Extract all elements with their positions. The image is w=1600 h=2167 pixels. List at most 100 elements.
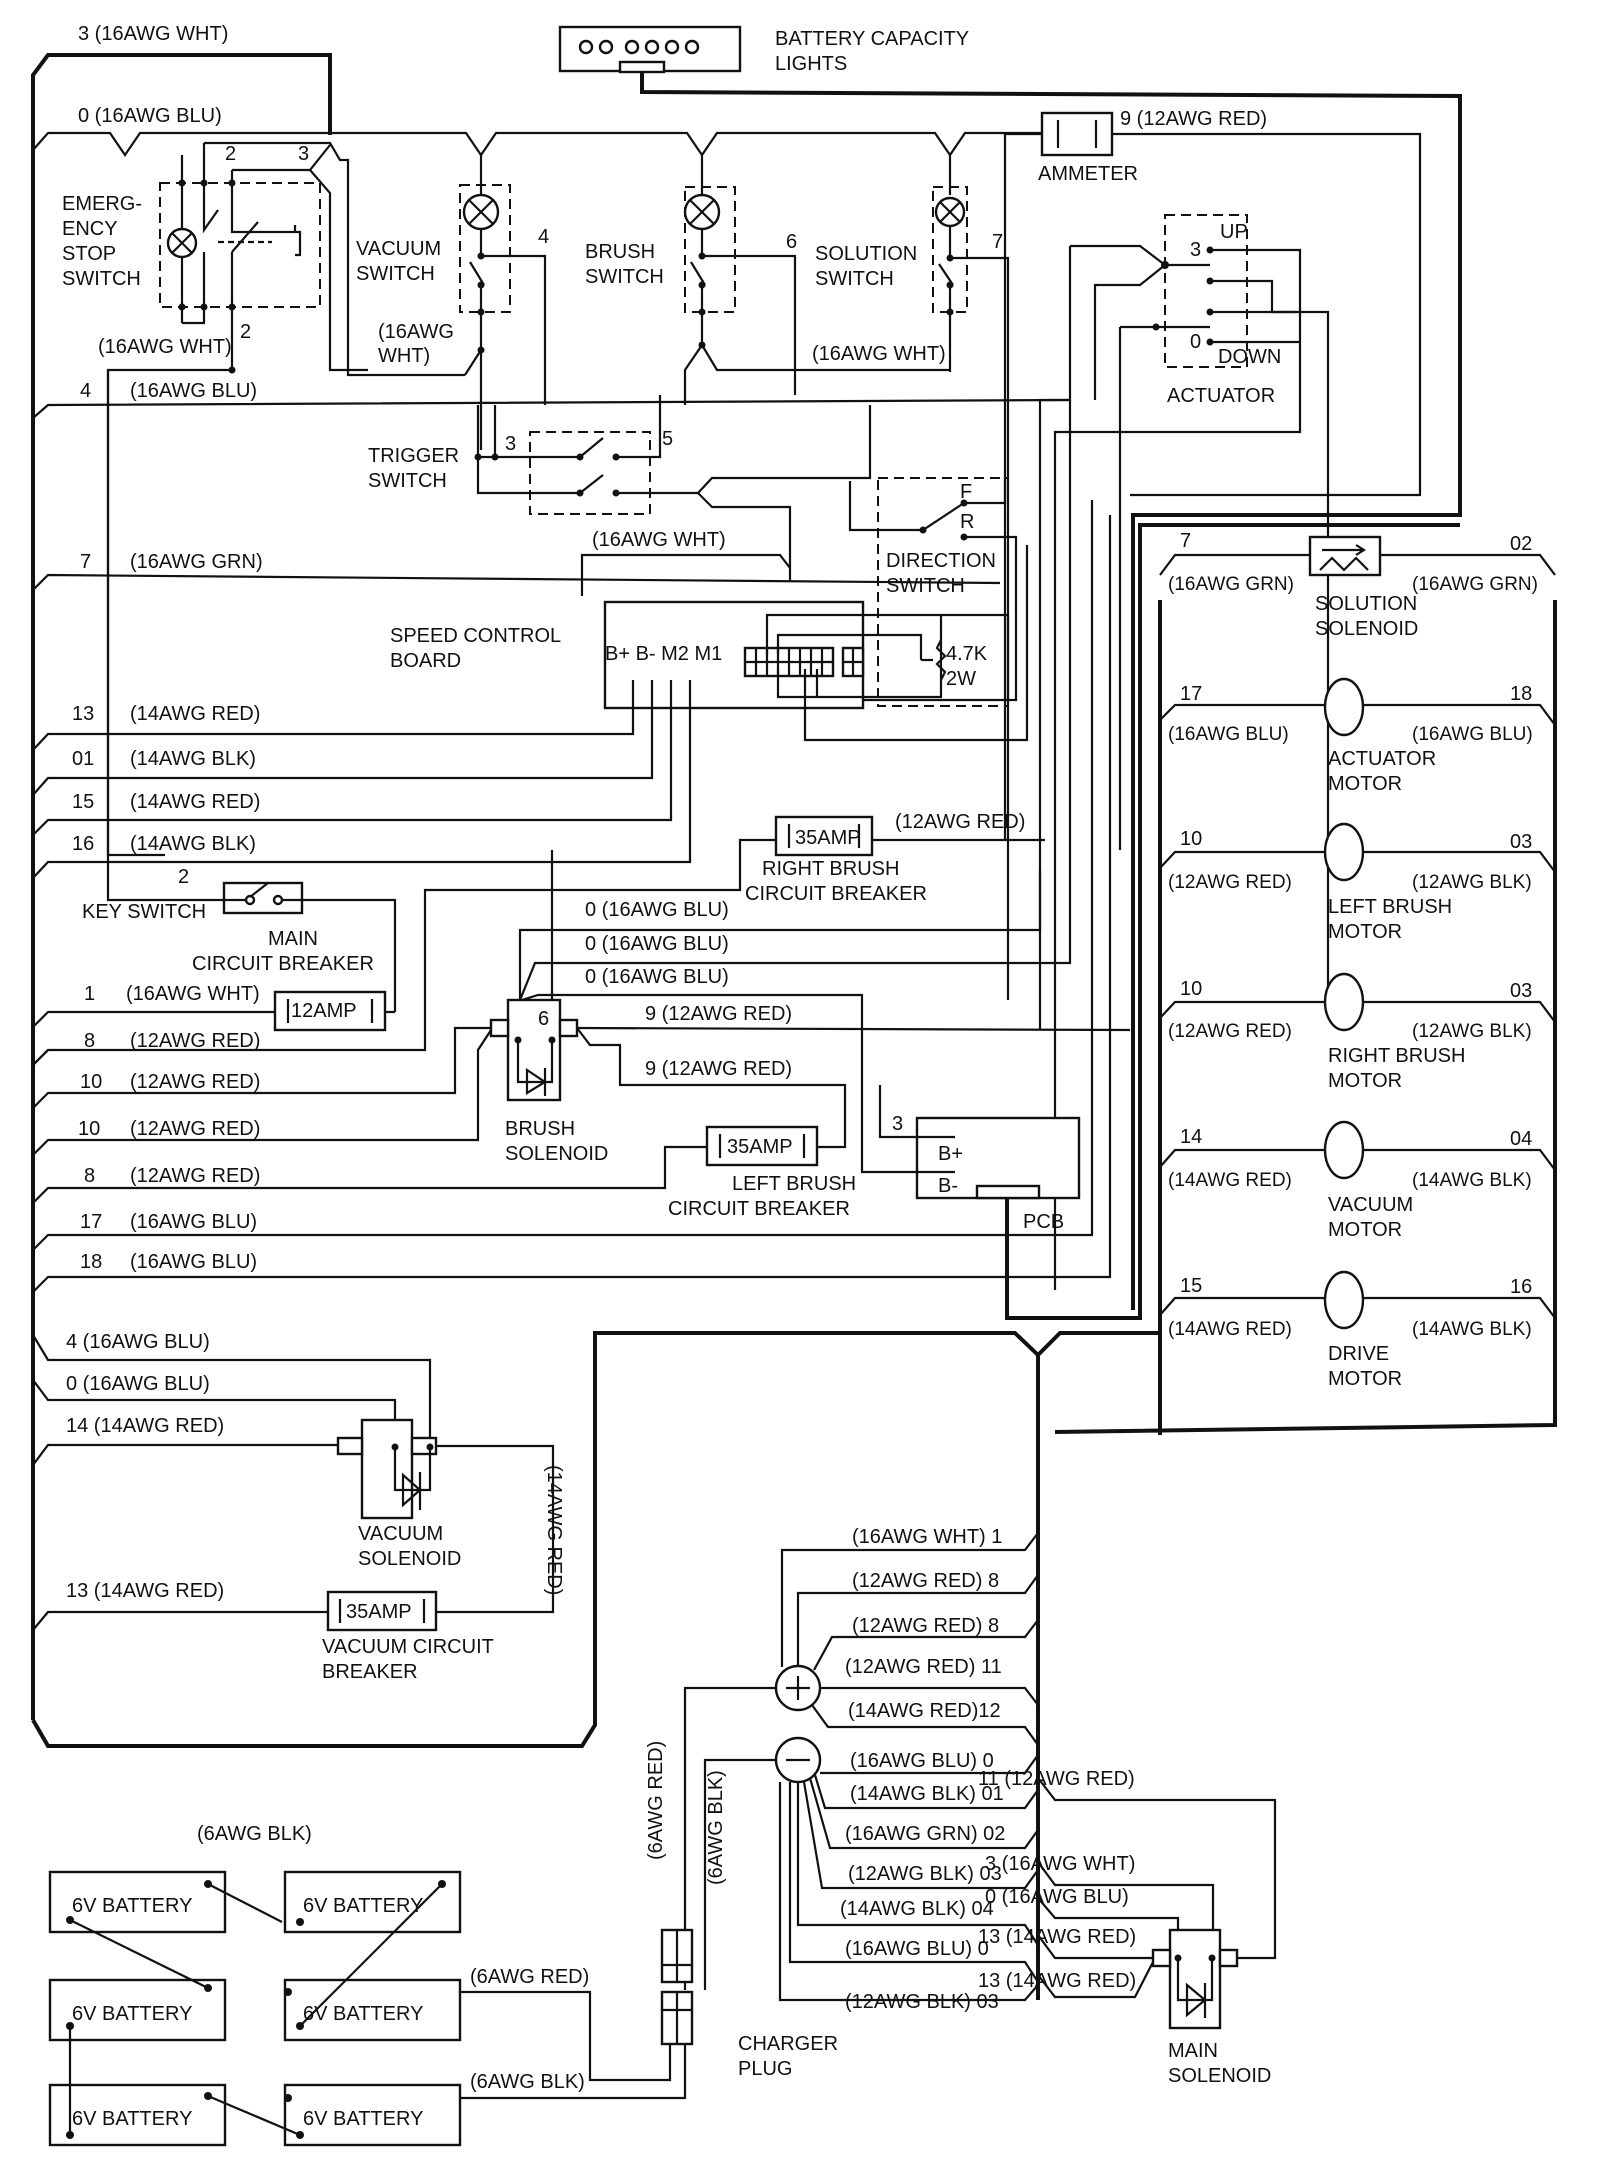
main-breaker-label-2: CIRCUIT BREAKER <box>192 953 374 975</box>
motor-left-num: 10 <box>1180 828 1202 850</box>
wire-1-wht <box>32 1010 395 1028</box>
bus-wire-1: (16AWG WHT) <box>126 983 260 1005</box>
bus-num-10b: 10 <box>78 1118 100 1140</box>
wht-mid-label: (16AWG WHT) <box>592 529 726 551</box>
vertical-6awg-blk: (6AWG BLK) <box>705 1770 727 1885</box>
bus-wire-4: (16AWG BLU) <box>130 380 257 402</box>
bus-wire-01: (14AWG BLK) <box>130 748 256 770</box>
bus-wire-10b: (12AWG RED) <box>130 1118 260 1140</box>
right-breaker-label-1: RIGHT BRUSH <box>762 858 899 880</box>
trigger-switch <box>474 395 872 582</box>
speed-board-label-2: BOARD <box>390 650 461 672</box>
left-brush-motor-label-1: LEFT BRUSH <box>1328 896 1452 918</box>
key-switch-label: KEY SWITCH <box>82 901 206 923</box>
motor-left-wire: (12AWG RED) <box>1168 1021 1292 1042</box>
motor-left-num: 14 <box>1180 1126 1202 1148</box>
negative-battery-post <box>703 1736 1039 2002</box>
vacuum-solenoid <box>336 1418 438 1520</box>
vacuum-switch-label-2: SWITCH <box>356 263 435 285</box>
left-breaker-label-2: CIRCUIT BREAKER <box>668 1198 850 1220</box>
pos-wire-label: (12AWG RED) 8 <box>852 1570 999 1592</box>
trigger-label-1: TRIGGER <box>368 445 459 467</box>
motor-right-wire: (14AWG BLK) <box>1412 1170 1532 1191</box>
solution-switch-label-2: SWITCH <box>815 268 894 290</box>
motor-right-wire: (12AWG BLK) <box>1412 1021 1532 1042</box>
wire-4-blu-vac <box>32 1334 432 1440</box>
negative-post-labels: (16AWG BLU) 0 (14AWG BLK) 01 (16AWG GRN)… <box>840 1750 1005 2013</box>
wire-brush-sol-0a <box>518 870 1042 1000</box>
wire-4-blu-bus <box>32 398 1071 419</box>
motor-left-wire: (12AWG RED) <box>1168 872 1292 893</box>
estop-label-3: STOP <box>62 243 116 265</box>
wire-board-m1 <box>32 680 692 879</box>
left-brush-circuit-breaker <box>705 1125 819 1167</box>
bus-wire-10a: (12AWG RED) <box>130 1071 260 1093</box>
brush-switch <box>683 155 950 405</box>
bus-num-18: 18 <box>80 1251 102 1273</box>
main-solenoid-label-1: MAIN <box>1168 2040 1218 2062</box>
main-sol-wire-label-11: 11 (12AWG RED) <box>978 1768 1135 1790</box>
solution-wire-label: (16AWG WHT) <box>812 343 946 365</box>
wire-10-red-a <box>32 1026 491 1109</box>
bus-wire-7: (16AWG GRN) <box>130 551 263 573</box>
left-brush-rating: 35AMP <box>727 1136 793 1158</box>
main-sol-wire-label-13b: 13 (14AWG RED) <box>978 1970 1136 1992</box>
motor-right-wire: (16AWG BLU) <box>1412 724 1533 745</box>
bus-wire-8b: (12AWG RED) <box>130 1165 260 1187</box>
wire-17-blu <box>32 500 1094 1251</box>
wire-board-bplus <box>32 680 635 751</box>
pcb-label: PCB <box>1023 1211 1064 1233</box>
vertical-6awg-red: (6AWG RED) <box>645 1741 667 1860</box>
main-sol-wire-label-13a: 13 (14AWG RED) <box>978 1926 1136 1948</box>
motor-panel <box>1159 535 1556 1330</box>
motor-left-wire: (14AWG RED) <box>1168 1319 1292 1340</box>
trigger-label-2: SWITCH <box>368 470 447 492</box>
wire-board-m2 <box>32 680 673 836</box>
wire-8-red-a <box>32 1049 49 1066</box>
brush-solenoid <box>489 998 579 1102</box>
actuator-down-label: DOWN <box>1218 346 1281 368</box>
bus-wire-8a: (12AWG RED) <box>130 1030 260 1052</box>
main-breaker-rating: 12AMP <box>291 1000 357 1022</box>
capacity-lights-label-2: LIGHTS <box>775 53 847 75</box>
motor-right-num: 02 <box>1510 533 1532 555</box>
potentiometer-rating: 2W <box>946 668 976 690</box>
bus-num-1: 1 <box>84 983 95 1005</box>
pos-wire-label: (16AWG WHT) 1 <box>852 1526 1002 1548</box>
wire-brush-sol-0c <box>521 993 864 1030</box>
motor-left-num: 17 <box>1180 683 1202 705</box>
bus-num-8a: 8 <box>84 1030 95 1052</box>
speed-control-board <box>603 545 1029 742</box>
main-solenoid <box>1037 1777 1277 2030</box>
wire-brush-sol-0b <box>518 400 1072 1001</box>
positive-battery-post <box>683 1532 1039 1990</box>
left-breaker-label-1: LEFT BRUSH <box>732 1173 856 1195</box>
bus-wire-17: (16AWG BLU) <box>130 1211 257 1233</box>
motor-wire-labels: 7 (16AWG GRN) 02 (16AWG GRN) 17 (16AWG B… <box>1168 530 1538 1340</box>
motor-right-num: 03 <box>1510 831 1532 853</box>
pos-wire-label: (12AWG RED) 8 <box>852 1615 999 1637</box>
trigger-terminal-5: 5 <box>662 428 673 450</box>
main-sol-wire-label-3: 3 (16AWG WHT) <box>985 1853 1135 1875</box>
bus-num-01: 01 <box>72 748 94 770</box>
vacuum-switch-terminal-4: 4 <box>538 226 549 248</box>
wire-9-red-a <box>576 1026 1131 1032</box>
charger-plug-label-2: PLUG <box>738 2058 792 2080</box>
motor-right-num: 16 <box>1510 1276 1532 1298</box>
estop-wire-label: (16AWG WHT) <box>98 336 232 358</box>
left-brush-motor-label-2: MOTOR <box>1328 921 1402 943</box>
vacuum-wire-label-1: (16AWG <box>378 321 454 343</box>
pcb-bminus: B- <box>938 1175 958 1197</box>
key-switch-terminal-2: 2 <box>178 866 189 888</box>
pos-wire-label: (12AWG RED) 11 <box>845 1656 1002 1678</box>
charger-plug-label-1: CHARGER <box>738 2033 838 2055</box>
neg-wire-label: (14AWG BLK) 04 <box>840 1898 994 1920</box>
wire-board-bminus <box>32 680 654 796</box>
trigger-terminal-3: 3 <box>505 433 516 455</box>
wire-14-red-vertical <box>436 1444 555 1614</box>
motor-left-num: 15 <box>1180 1275 1202 1297</box>
wire-13-red-vac <box>32 1610 328 1631</box>
wire-ammeter-left <box>1003 132 1042 840</box>
vacuum-solenoid-label-1: VACUUM <box>358 1523 443 1545</box>
wire-14-red-vac <box>32 1443 338 1466</box>
